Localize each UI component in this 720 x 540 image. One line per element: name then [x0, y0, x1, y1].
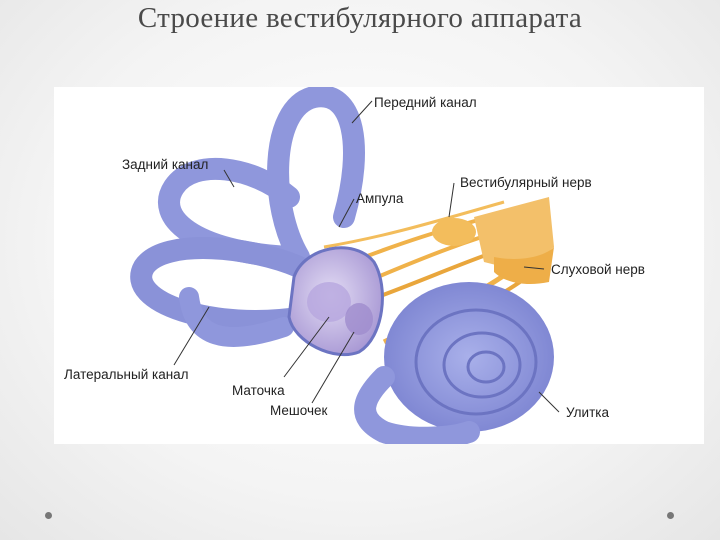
- common-crus: [179, 287, 294, 347]
- saccule-shape: [345, 303, 373, 335]
- vestibule: [287, 246, 384, 357]
- lateral-canal: [130, 237, 315, 332]
- inner-ear-figure: Передний канал Задний канал Ампула Вести…: [54, 87, 704, 444]
- slide-decoration-dot-right: [667, 512, 674, 519]
- label-ampulla: Ампула: [356, 191, 404, 206]
- anterior-canal: [267, 87, 365, 268]
- label-cochlea: Улитка: [566, 405, 609, 420]
- label-posterior-canal: Задний канал: [122, 157, 209, 172]
- label-saccule: Мешочек: [270, 403, 328, 418]
- label-vestibular-nerve: Вестибулярный нерв: [460, 175, 592, 190]
- label-auditory-nerve: Слуховой нерв: [551, 262, 645, 277]
- leader-lines: [173, 100, 560, 413]
- slide-title: Строение вестибулярного аппарата: [137, 2, 583, 34]
- utricle-shape: [307, 282, 351, 322]
- label-utricle: Маточка: [232, 383, 285, 398]
- label-anterior-canal: Передний канал: [374, 95, 477, 110]
- slide-decoration-dot-left: [45, 512, 52, 519]
- inner-ear-illustration: [130, 87, 560, 444]
- cochlea: [354, 282, 554, 444]
- label-lateral-canal: Латеральный канал: [64, 367, 189, 382]
